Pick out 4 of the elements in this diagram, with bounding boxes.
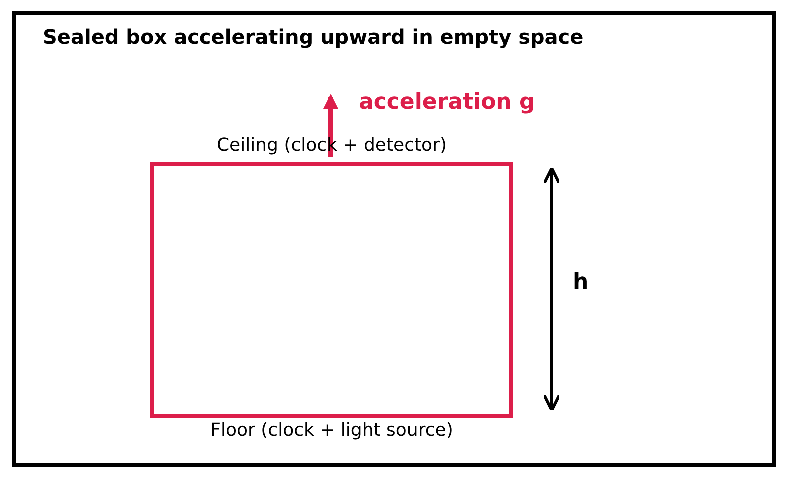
acceleration-label: acceleration g xyxy=(359,92,536,114)
diagram-title: Sealed box accelerating upward in empty space xyxy=(43,27,584,47)
floor-label: Floor (clock + light source) xyxy=(210,422,454,440)
dimension-label: h xyxy=(573,272,589,294)
